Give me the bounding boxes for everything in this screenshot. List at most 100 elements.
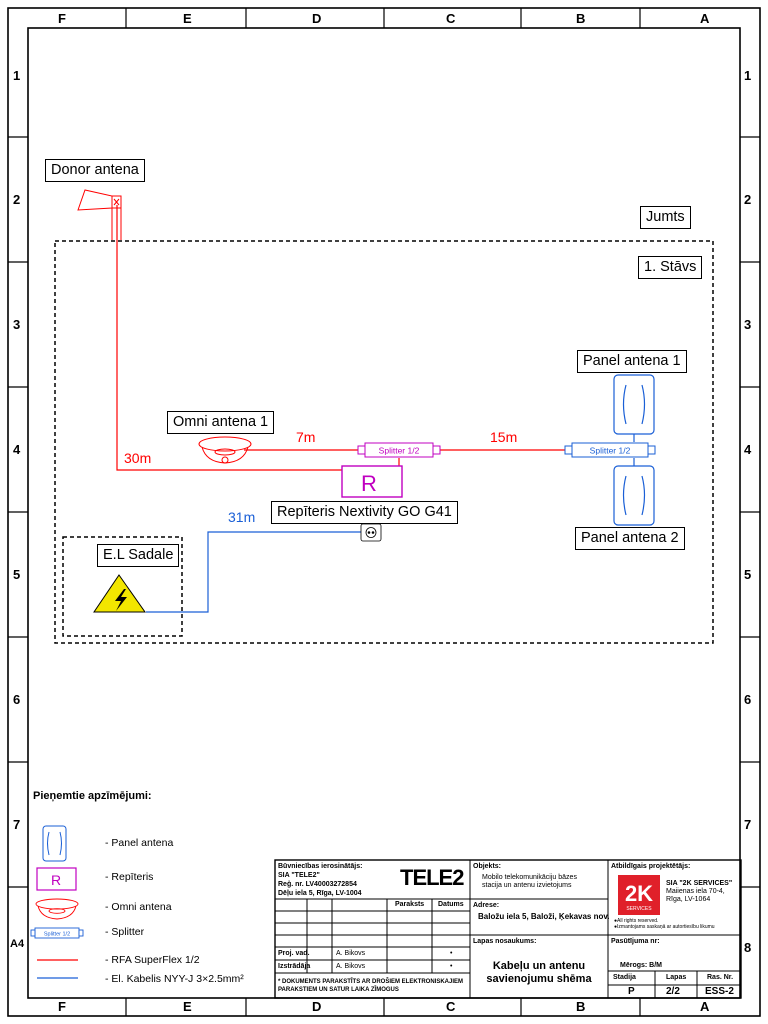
cable-length-omni: 7m bbox=[296, 429, 316, 445]
designer-city: Rīga, LV-1064 bbox=[666, 896, 711, 903]
cable-power bbox=[146, 531, 361, 613]
repeater-label: Repīteris Nextivity GO G41 bbox=[271, 501, 458, 524]
splitter-blue-icon bbox=[564, 442, 656, 458]
power-board-label: E.L Sadale bbox=[97, 544, 180, 567]
col-label-d-bottom: D bbox=[312, 999, 322, 1014]
scale-label: Mērogs: B/M bbox=[620, 962, 662, 969]
cable-length-donor: 30m bbox=[124, 450, 152, 466]
warning-icon bbox=[93, 574, 146, 613]
drawing-no-header: Ras. Nr. bbox=[707, 974, 734, 981]
page-name-header: Lapas nosaukums: bbox=[473, 938, 537, 945]
client-logo: TELE2 bbox=[400, 865, 464, 890]
legend-repeater-symbol: R bbox=[51, 872, 61, 888]
client-reg: Reģ. nr. LV40003272854 bbox=[278, 881, 357, 888]
responsible-header: Atbildīgais projektētājs: bbox=[611, 863, 691, 870]
row-label-1-left: 1 bbox=[13, 68, 21, 83]
page-name-1: Kabeļu un antenu bbox=[492, 960, 586, 972]
sign-header: Paraksts bbox=[395, 901, 425, 908]
power-board-zone bbox=[62, 536, 183, 637]
zone-ticks bbox=[8, 8, 760, 1016]
legend-title: Pieņemtie apzīmējumi: bbox=[33, 790, 152, 802]
row-label-3-right: 3 bbox=[744, 317, 752, 332]
cable-length-power: 31m bbox=[228, 509, 256, 525]
client-header: Būvniecības ierosinātājs: bbox=[278, 863, 363, 870]
rf-cables bbox=[116, 205, 565, 471]
row-label-4-right: 4 bbox=[744, 442, 752, 457]
proj-vad-name: A. Bikovs bbox=[336, 950, 366, 957]
donor-antenna-label: Donor antena bbox=[45, 159, 145, 182]
signature-note-1: * DOKUMENTS PARAKSTĪTS AR DROŠIEM ELEKTR… bbox=[278, 979, 464, 985]
col-label-c-bottom: C bbox=[446, 999, 456, 1014]
row-label-7-left: 7 bbox=[13, 817, 21, 832]
izstradaja-label: Izstrādāja bbox=[278, 963, 311, 970]
drawing-no-value: ESS-2 bbox=[705, 986, 734, 997]
legend-label-repeater: - Repīteris bbox=[105, 871, 154, 883]
legend-omni-antenna-icon bbox=[35, 898, 79, 920]
legend-repeater-icon bbox=[36, 867, 77, 891]
client-name: SIA "TELE2" bbox=[278, 872, 320, 879]
address-header: Adrese: bbox=[473, 902, 500, 909]
panel-antenna-2-icon bbox=[613, 465, 655, 526]
row-label-1-right: 1 bbox=[744, 68, 752, 83]
address-text: Baložu iela 5, Baloži, Ķekavas nov. bbox=[478, 912, 610, 921]
power-cables bbox=[146, 434, 635, 613]
cable-donor-to-repeater bbox=[116, 205, 342, 471]
row-label-6-right: 6 bbox=[744, 692, 752, 707]
row-label-2-left: 2 bbox=[13, 192, 21, 207]
panel-antenna-1-label: Panel antena 1 bbox=[577, 350, 687, 373]
signature-note-2: PARAKSTIEM UN SATUR LAIKA ZĪMOGUS bbox=[278, 987, 399, 993]
client-address: Dēļu iela 5, Rīga, LV-1004 bbox=[278, 890, 362, 897]
designer-logo-icon bbox=[618, 875, 660, 915]
sheet-size-label: A4 bbox=[10, 938, 25, 950]
row-label-5-left: 5 bbox=[13, 567, 21, 582]
donor-antenna-icon bbox=[77, 189, 122, 240]
sheet-header: Lapas bbox=[666, 974, 687, 981]
row-label-2-right: 2 bbox=[744, 192, 752, 207]
col-label-d-top: D bbox=[312, 11, 322, 26]
proj-vad-label: Proj. vad. bbox=[278, 950, 310, 957]
cable-length-panels: 15m bbox=[490, 429, 518, 445]
object-header: Objekts: bbox=[473, 863, 502, 870]
row-label-4-left: 4 bbox=[13, 442, 21, 457]
panel-antenna-1-icon bbox=[613, 374, 655, 435]
splitter-red-icon bbox=[357, 442, 441, 458]
col-label-f-top: F bbox=[58, 11, 66, 26]
splitter-red-label: Splitter 1/2 bbox=[379, 446, 420, 456]
page-name-2: savienojumu shēma bbox=[486, 973, 592, 985]
omni-antenna-icon bbox=[198, 436, 252, 464]
col-label-b-top: B bbox=[576, 11, 586, 26]
designer-logo-main: 2K bbox=[625, 881, 653, 906]
legend-label-power-cable: - El. Kabelis NYY-J 3×2.5mm² bbox=[105, 973, 244, 985]
legend-splitter-symbol: Splitter 1/2 bbox=[44, 932, 70, 938]
stage-value: P bbox=[628, 986, 635, 997]
title-block-grid bbox=[274, 859, 742, 999]
izstradaja-name: A. Bikovs bbox=[336, 963, 366, 970]
legend-label-omni: - Omni antena bbox=[105, 901, 172, 913]
floor-zone-label: 1. Stāvs bbox=[638, 256, 703, 279]
designer-logo-sub: SERVICES bbox=[626, 906, 652, 912]
roof-zone-label: Jumts bbox=[640, 206, 691, 229]
legend-label-rf-cable: - RFA SuperFlex 1/2 bbox=[105, 954, 200, 966]
row-label-3-left: 3 bbox=[13, 317, 21, 332]
rights-2: ●Izmantojams saskaņā ar autortiesību lik… bbox=[614, 924, 715, 930]
object-text-2: stacija un antenu izvietojums bbox=[482, 882, 572, 889]
splitter-blue-label: Splitter 1/2 bbox=[590, 446, 631, 456]
col-label-a-top: A bbox=[700, 11, 710, 26]
sheet-value: 2/2 bbox=[666, 986, 680, 997]
row-label-8-right: 8 bbox=[744, 940, 752, 955]
row-label-7-right: 7 bbox=[744, 817, 752, 832]
col-label-b-bottom: B bbox=[576, 999, 586, 1014]
designer-street: Maiienas iela 70-4, bbox=[666, 888, 725, 895]
repeater-icon bbox=[341, 465, 403, 498]
col-label-e-bottom: E bbox=[183, 999, 192, 1014]
stage-header: Stadija bbox=[613, 974, 636, 981]
legend-panel-antenna-icon bbox=[42, 825, 67, 862]
legend-label-splitter: - Splitter bbox=[105, 926, 145, 938]
row-label-6-left: 6 bbox=[13, 692, 21, 707]
col-label-a-bottom: A bbox=[700, 999, 710, 1014]
power-connector-icon bbox=[360, 523, 382, 542]
designer-name: SIA "2K SERVICES" bbox=[666, 880, 733, 887]
omni-antenna-label: Omni antena 1 bbox=[167, 411, 275, 434]
legend-label-panel: - Panel antena bbox=[105, 837, 174, 849]
